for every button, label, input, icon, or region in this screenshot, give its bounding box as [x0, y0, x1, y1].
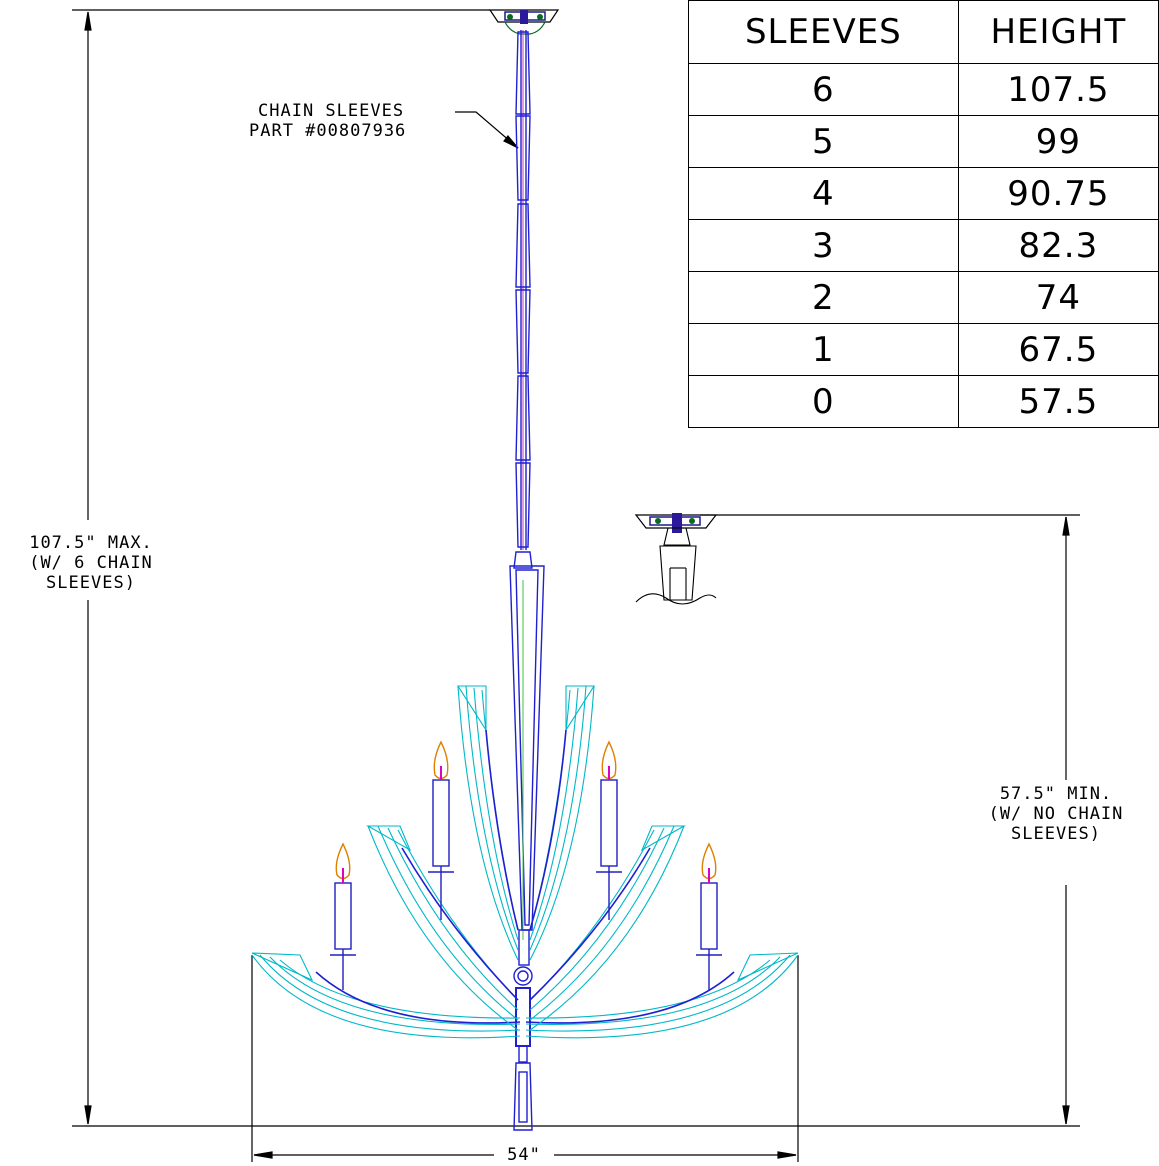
- table-row: 3 82.3: [688, 219, 1159, 272]
- table-cell-height: 82.3: [957, 219, 1159, 272]
- max-height-label: 107.5" MAX.: [29, 533, 153, 553]
- chain-sleeves-part-number: PART #00807936: [249, 121, 407, 141]
- min-height-dimension: [700, 514, 1080, 1125]
- table-cell-sleeves: 6: [688, 63, 959, 116]
- table-header-height: HEIGHT: [957, 0, 1159, 64]
- candles: [330, 779, 722, 990]
- table-row: 6 107.5: [688, 63, 1159, 116]
- table-cell-height: 90.75: [957, 167, 1159, 220]
- top-canopy: [488, 9, 560, 35]
- table-row: 2 74: [688, 271, 1159, 324]
- max-height-note: (W/ 6 CHAIN: [29, 553, 153, 573]
- table-row: 5 99: [688, 115, 1159, 168]
- table-header-row: SLEEVES HEIGHT: [688, 0, 1159, 64]
- table-row: 0 57.5: [688, 375, 1159, 428]
- table-cell-sleeves: 1: [688, 323, 959, 376]
- min-height-label: 57.5" MIN.: [999, 784, 1113, 804]
- table-row: 4 90.75: [688, 167, 1159, 220]
- table-cell-sleeves: 5: [688, 115, 959, 168]
- flames: [335, 740, 717, 883]
- center-body: [509, 551, 545, 1131]
- table-cell-sleeves: 3: [688, 219, 959, 272]
- table-cell-height: 57.5: [957, 375, 1159, 428]
- table-cell-sleeves: 2: [688, 271, 959, 324]
- max-height-note-2: SLEEVES): [46, 573, 136, 593]
- width-label: 54": [494, 1145, 554, 1165]
- table-cell-height: 74: [957, 271, 1159, 324]
- width-dimension: [251, 955, 799, 1162]
- table-cell-height: 67.5: [957, 323, 1159, 376]
- chain-sleeves-label: CHAIN SLEEVES: [258, 101, 405, 121]
- table-cell-height: 107.5: [957, 63, 1159, 116]
- min-height-note: (W/ NO CHAIN: [988, 804, 1124, 824]
- min-height-note-2: SLEEVES): [1011, 824, 1101, 844]
- chain-sleeves: [515, 30, 531, 550]
- table-row: 1 67.5: [688, 323, 1159, 376]
- chain-sleeves-leader: [455, 111, 519, 149]
- max-height-dimension: [72, 9, 1080, 1127]
- table-cell-sleeves: 4: [688, 167, 959, 220]
- table-cell-height: 99: [957, 115, 1159, 168]
- sleeves-height-table: SLEEVES HEIGHT 6 107.5 5 99 4 90.75 3 82…: [688, 0, 1159, 428]
- min-canopy-detail: [634, 513, 718, 605]
- chandelier-arms: [251, 685, 799, 1039]
- table-cell-sleeves: 0: [688, 375, 959, 428]
- table-header-sleeves: SLEEVES: [688, 0, 959, 64]
